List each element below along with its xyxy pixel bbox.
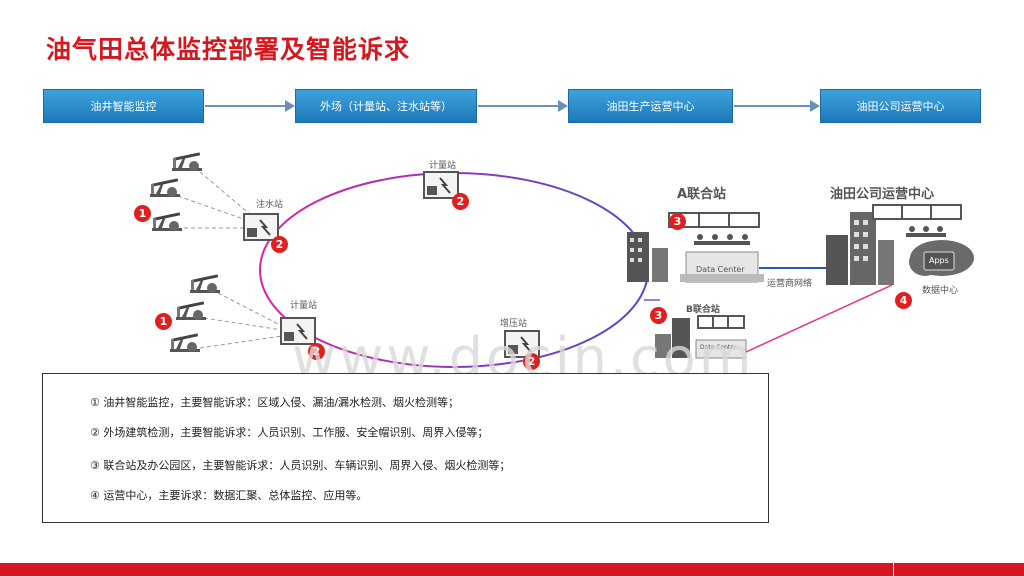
- a-station-building: [627, 232, 764, 283]
- label-apps: Apps: [929, 256, 949, 265]
- label-meter-station-left: 计量站: [290, 301, 318, 311]
- flow-arrow-line-3: [734, 105, 812, 107]
- label-a-station: A联合站: [677, 187, 727, 202]
- badge-1-upper: 1: [134, 205, 151, 222]
- pumpjack-icon: [190, 274, 220, 293]
- step-field: 外场（计量站、注水站等）: [295, 89, 477, 123]
- badge-2-meter-top: 2: [452, 193, 469, 210]
- note-item: ④ 运营中心，主要诉求：数据汇聚、总体监控、应用等。: [90, 489, 368, 502]
- note-item: ③ 联合站及办公园区，主要智能诉求：人员识别、车辆识别、周界入侵、烟火检测等；: [90, 459, 511, 472]
- dash-link: [217, 292, 283, 327]
- step-production-center: 油田生产运营中心: [568, 89, 733, 123]
- dash-link: [203, 317, 283, 331]
- pumpjack-icon: [172, 152, 202, 171]
- a-station-screens: [668, 212, 760, 245]
- note-item: ① 油井智能监控，主要智能诉求：区域入侵、漏油/漏水检测、烟火检测等；: [90, 396, 460, 409]
- badge-2-booster: 2: [523, 353, 540, 370]
- dash-link: [199, 171, 253, 217]
- badge-3-b: 3: [650, 307, 667, 324]
- pumpjack-icon: [152, 212, 182, 231]
- badge-4: 4: [895, 292, 912, 309]
- dash-link: [199, 335, 283, 349]
- badge-1-lower: 1: [155, 313, 172, 330]
- step-company-center: 油田公司运营中心: [820, 89, 981, 123]
- label-booster-station: 增压站: [500, 319, 528, 329]
- pumpjack-icon: [170, 333, 200, 352]
- b-station-building: [655, 315, 747, 359]
- footer-bar: [0, 563, 1024, 576]
- label-data-center-box: Data Center: [696, 265, 745, 274]
- page-title: 油气田总体监控部署及智能诉求: [46, 35, 411, 64]
- label-b-box: Data Center: [700, 344, 737, 351]
- step-oil-well: 油井智能监控: [43, 89, 204, 123]
- footer-divider: [893, 563, 894, 576]
- label-b-station: B联合站: [686, 305, 720, 315]
- note-item: ② 外场建筑检测，主要智能诉求：人员识别、工作服、安全帽识别、周界入侵等；: [90, 426, 489, 439]
- company-center-screens: [872, 204, 962, 237]
- company-center-building: [826, 212, 894, 285]
- label-carrier-network: 运营商网络: [767, 279, 813, 289]
- camera-icon-water-station: [243, 213, 279, 241]
- camera-icon-meter-top: [423, 171, 459, 199]
- label-water-station: 注水站: [256, 200, 284, 210]
- label-meter-station-top: 计量站: [429, 161, 457, 171]
- flow-arrow-3: [810, 100, 820, 112]
- cloud-icon: [909, 240, 974, 276]
- badge-3-a: 3: [669, 213, 686, 230]
- pumpjack-icon: [150, 178, 180, 197]
- badge-2-meter-left: 2: [308, 343, 325, 360]
- badge-2-water: 2: [271, 236, 288, 253]
- flow-arrow-line-1: [205, 105, 287, 107]
- dash-link: [177, 195, 253, 223]
- flow-arrow-1: [285, 100, 295, 112]
- notes-box: ① 油井智能监控，主要智能诉求：区域入侵、漏油/漏水检测、烟火检测等； ② 外场…: [42, 373, 769, 523]
- flow-arrow-2: [558, 100, 568, 112]
- link-b-to-center: [745, 284, 893, 353]
- pumpjack-icon: [176, 301, 206, 320]
- label-data-center: 数据中心: [922, 286, 959, 296]
- label-company-center: 油田公司运营中心: [830, 187, 935, 202]
- flow-arrow-line-2: [478, 105, 560, 107]
